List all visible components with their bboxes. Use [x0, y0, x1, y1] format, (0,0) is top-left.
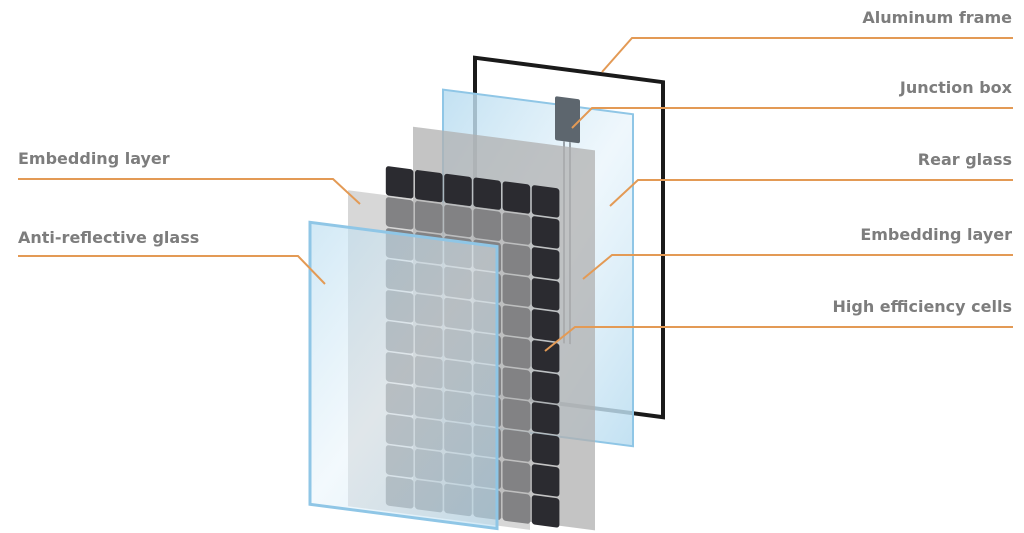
- solar-cell: [531, 495, 560, 528]
- solar-cell: [531, 464, 560, 497]
- label-anti-reflective-glass: Anti-reflective glass: [18, 228, 199, 247]
- leader-embedding-layer-rear: [582, 254, 1013, 280]
- label-rear-glass: Rear glass: [918, 150, 1012, 169]
- leader-anti-reflective-glass: [18, 255, 326, 285]
- solar-cell: [415, 170, 443, 203]
- solar-cell: [531, 402, 560, 435]
- label-high-efficiency-cells: High efficiency cells: [832, 297, 1012, 316]
- solar-cell: [385, 166, 414, 199]
- solar-cell: [502, 181, 531, 214]
- label-aluminum-frame: Aluminum frame: [862, 8, 1012, 27]
- solar-cell: [473, 177, 501, 210]
- junction-box-part: [555, 96, 580, 144]
- solar-cell: [531, 309, 560, 342]
- leader-junction-box: [571, 107, 1013, 129]
- label-junction-box: Junction box: [899, 78, 1013, 97]
- leader-rear-glass: [609, 179, 1013, 207]
- solar-cell: [531, 278, 560, 311]
- solar-cell: [531, 185, 560, 218]
- solar-cell: [531, 247, 560, 280]
- solar-cell: [531, 216, 560, 249]
- solar-cell: [531, 371, 560, 404]
- leader-embedding-layer-front: [18, 178, 361, 205]
- leader-high-efficiency-cells: [544, 326, 1013, 352]
- solar-cell: [531, 340, 560, 373]
- leader-aluminum-frame: [601, 37, 1013, 73]
- solar-cell: [444, 173, 472, 207]
- label-embedding-layer-rear: Embedding layer: [860, 225, 1012, 244]
- label-embedding-layer-front: Embedding layer: [18, 149, 170, 168]
- solar-cell: [531, 433, 560, 466]
- anti-reflective-glass-layer: [308, 220, 499, 531]
